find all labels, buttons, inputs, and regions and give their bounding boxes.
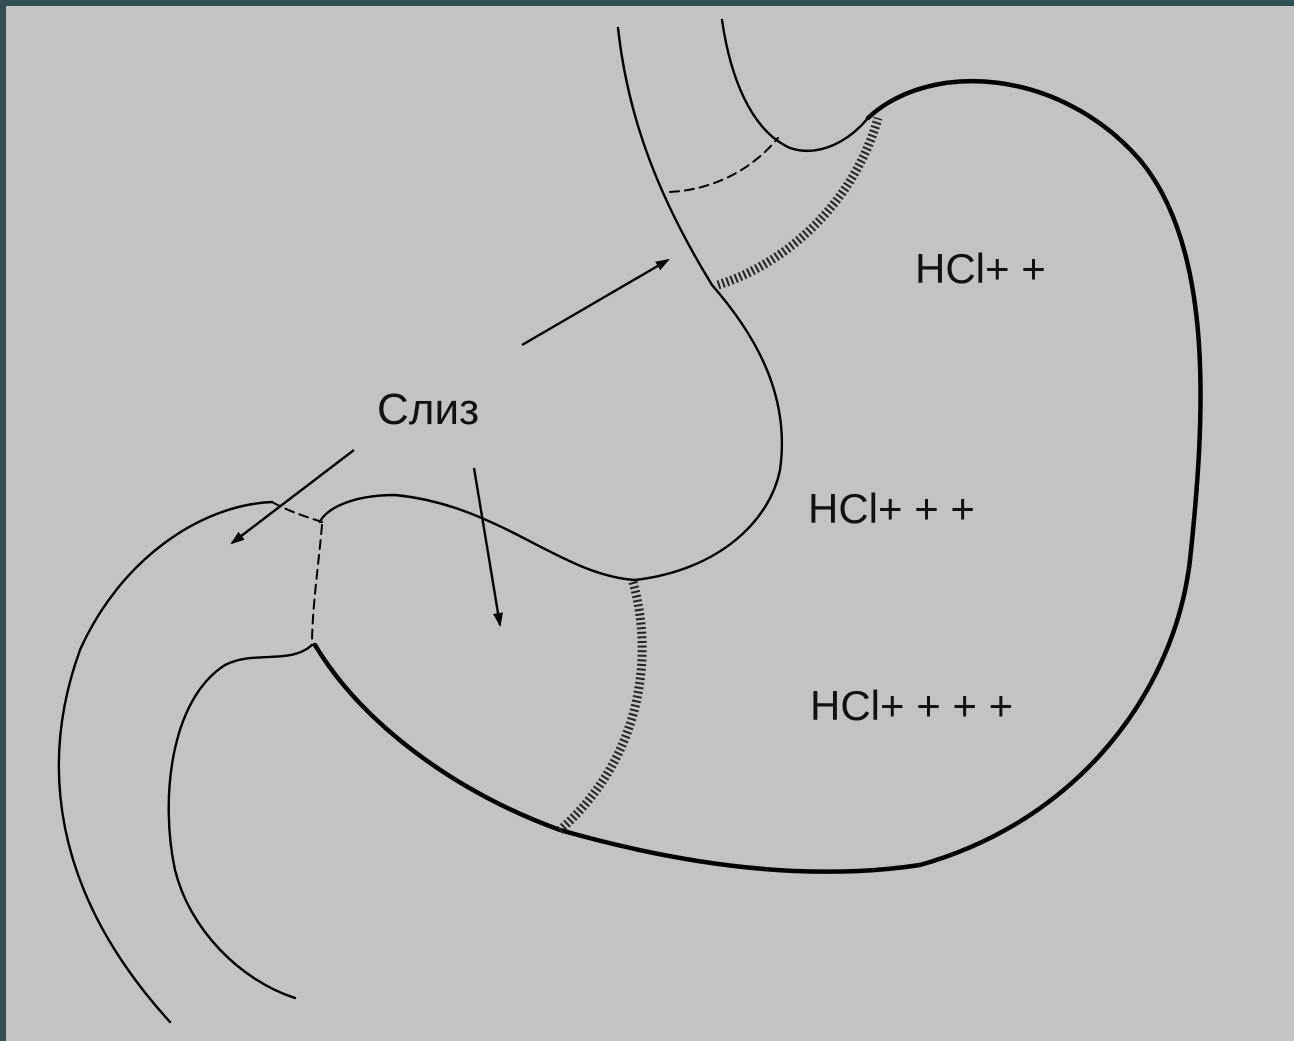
mucus-label: Слиз xyxy=(377,385,479,434)
greater-curvature xyxy=(312,78,1203,874)
acid-level-1-label: HCl+ + xyxy=(915,245,1046,292)
arrow-to-cardia xyxy=(521,258,670,347)
arrow-to-antrum xyxy=(472,467,503,627)
acid-level-3-label: HCl+ + + + xyxy=(810,682,1013,729)
duodenum-outer-wall xyxy=(57,500,274,1024)
pylorus-boundary-vertical xyxy=(311,524,323,646)
acid-level-2-label: HCl+ + + xyxy=(808,485,975,532)
esophagus-right-wall xyxy=(720,18,870,153)
pylorus-boundary-upper xyxy=(271,501,323,523)
diagram-panel xyxy=(6,6,1294,1041)
cardia-hatch xyxy=(716,116,883,290)
cardia-boundary xyxy=(669,137,779,193)
esophagus-left-wall xyxy=(318,26,784,582)
arrow-to-pylorus xyxy=(230,449,355,545)
duodenum-inner-wall xyxy=(167,643,314,1000)
antrum-hatch xyxy=(555,580,647,836)
